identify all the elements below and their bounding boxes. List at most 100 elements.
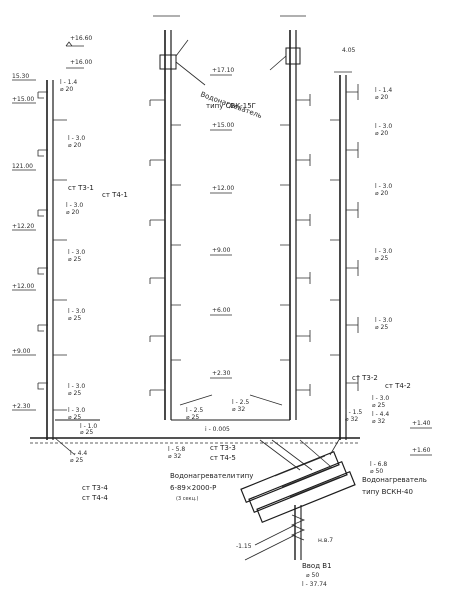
pipe-length: l - 4.4 — [70, 450, 87, 457]
pipe-length: l - 3.0 — [66, 202, 83, 209]
pipe-length: l - 3.0 — [68, 407, 85, 414]
left-pipe-spec-1: l - 1.4 ⌀ 20 — [60, 79, 77, 93]
pipe-length: l - 1.4 — [60, 79, 77, 86]
pipe-length: l - 3.0 — [68, 308, 85, 315]
heater-name: Водонагреватели — [170, 472, 235, 480]
center-pipe-spec-3: l - 5.8 ⌀ 32 — [168, 446, 185, 460]
right-riser — [334, 71, 352, 440]
left-pipe-spec-7: l - 3.0 ⌀ 25 — [68, 407, 85, 421]
heater-name: Водонагреватель — [362, 476, 427, 484]
pipe-diameter: ⌀ 25 — [375, 324, 388, 331]
pipe-length: l - 2.5 — [186, 407, 203, 414]
center-pipe-spec-2: l - 2.5 ⌀ 32 — [232, 399, 249, 413]
center-left-riser — [153, 15, 180, 420]
heater-connection-lines — [259, 439, 331, 471]
elevation-label: +17.10 — [212, 67, 234, 74]
elevation-label: +12.20 — [12, 223, 34, 230]
inlet-name: Ввод В1 — [302, 562, 332, 570]
pipe-diameter: ⌀ 20 — [60, 86, 73, 93]
top-heater-symbol-right — [269, 47, 301, 71]
heater-type: типу СВК-15Г — [206, 102, 256, 110]
elevation-markers — [12, 41, 432, 456]
right-heater-label: Водонагреватель типу ВСКН-40 — [362, 476, 427, 496]
pipe-diameter: ⌀ 25 — [68, 390, 81, 397]
left-pipe-spec-9: l - 4.4 ⌀ 25 — [70, 450, 87, 464]
pipe-diameter: ⌀ 20 — [375, 94, 388, 101]
elevation-label: +1.40 — [412, 420, 431, 427]
stack-label-t45: ст Т4-5 — [210, 454, 236, 462]
stack-label-t31: ст Т3-1 — [68, 184, 94, 192]
center-right-riser — [280, 15, 306, 420]
pipe-length: l - 3.0 — [375, 183, 392, 190]
heater-sections: (3 секц.) — [176, 496, 199, 502]
left-riser — [46, 80, 54, 440]
heater-type-word: типу — [236, 472, 253, 480]
stack-label-t42: ст Т4-2 — [385, 382, 411, 390]
pipe-length: l - 5.8 — [168, 446, 185, 453]
elevation-label: +6.00 — [212, 307, 231, 314]
pipe-diameter: ⌀ 20 — [375, 130, 388, 137]
elevation-label: +15.00 — [212, 122, 234, 129]
stack-label-t34: ст Т3-4 — [82, 484, 108, 492]
pipe-diameter: ⌀ 25 — [186, 414, 199, 421]
elevation-label: +2.30 — [12, 403, 31, 410]
pipe-diameter: ⌀ 25 — [68, 315, 81, 322]
inlet-pipe — [244, 505, 306, 561]
basement-elevation: -1.15 — [236, 543, 252, 550]
right-pipe-spec-8: l - 1.5 ⌀ 32 — [345, 409, 362, 423]
right-pipe-spec-9: l - 6.8 ⌀ 50 — [370, 461, 387, 475]
pipe-diameter: ⌀ 32 — [232, 406, 245, 413]
elevation-top-left: +16.60 — [70, 35, 92, 42]
pipe-diameter: ⌀ 25 — [70, 457, 83, 464]
pipe-diameter: ⌀ 50 — [370, 468, 383, 475]
left-pipe-spec-6: l - 3.0 ⌀ 25 — [68, 383, 85, 397]
heater-type: типу ВСКН-40 — [362, 488, 413, 496]
left-pipe-spec-4: l - 3.0 ⌀ 25 — [68, 249, 85, 263]
right-pipe-spec-3: l - 3.0 ⌀ 20 — [375, 183, 392, 197]
elevation-label: +9.00 — [12, 348, 31, 355]
pipe-length: l - 3.0 — [375, 248, 392, 255]
center-pipe-spec-1: l - 2.5 ⌀ 25 — [186, 407, 203, 421]
elevation-label: +2.30 — [212, 370, 231, 377]
pipe-length: l - 3.0 — [68, 249, 85, 256]
bottom-main-header — [30, 394, 360, 456]
right-pipe-spec-1: l - 1.4 ⌀ 20 — [375, 87, 392, 101]
pipe-diameter: ⌀ 25 — [68, 256, 81, 263]
right-pipe-spec-7: l - 4.4 ⌀ 32 — [372, 411, 389, 425]
pipe-diameter: ⌀ 25 — [80, 429, 93, 436]
elevation-label: 15.30 — [12, 73, 29, 80]
pipe-length: l - 3.0 — [68, 135, 85, 142]
pipe-length: l - 3.0 — [375, 123, 392, 130]
bottom-marker: н.в.7 — [318, 537, 333, 544]
left-pipe-spec-5: l - 3.0 ⌀ 25 — [68, 308, 85, 322]
inlet-diameter: ⌀ 50 — [306, 572, 319, 579]
elevation-label: +12.00 — [12, 283, 34, 290]
inlet-length: l - 37.74 — [302, 581, 327, 588]
pipe-diameter: ⌀ 25 — [375, 255, 388, 262]
pipe-length: l - 1.4 — [375, 87, 392, 94]
pipe-length: l - 1.5 — [345, 409, 362, 416]
slope-label: i - 0.005 — [205, 426, 230, 433]
left-riser-branches — [37, 91, 67, 411]
elevation-label: +9.00 — [212, 247, 231, 254]
pipe-length: l - 3.0 — [68, 383, 85, 390]
right-pipe-spec-2: l - 3.0 ⌀ 20 — [375, 123, 392, 137]
elevation-label: +1.60 — [412, 447, 431, 454]
pipe-diameter: ⌀ 25 — [68, 414, 81, 421]
elevation-label: +15.00 — [12, 96, 34, 103]
stack-label-t41: ст Т4-1 — [102, 191, 128, 199]
pipe-diameter: ⌀ 20 — [68, 142, 81, 149]
pipe-length: l - 3.0 — [372, 395, 389, 402]
pipe-length: l - 2.5 — [232, 399, 249, 406]
elevation-label: +16.00 — [70, 59, 92, 66]
pipe-length: l - 3.0 — [375, 317, 392, 324]
pipe-diameter: ⌀ 32 — [168, 453, 181, 460]
elevation-label: +12.00 — [212, 185, 234, 192]
top-heater-symbol-left — [159, 39, 206, 86]
left-pipe-spec-8: l - 1.0 ⌀ 25 — [80, 423, 97, 436]
inlet-label: Ввод В1 ⌀ 50 l - 37.74 — [302, 562, 332, 588]
stack-label-t32: ст Т3-2 — [352, 374, 378, 382]
pipe-diameter: ⌀ 32 — [372, 418, 385, 425]
